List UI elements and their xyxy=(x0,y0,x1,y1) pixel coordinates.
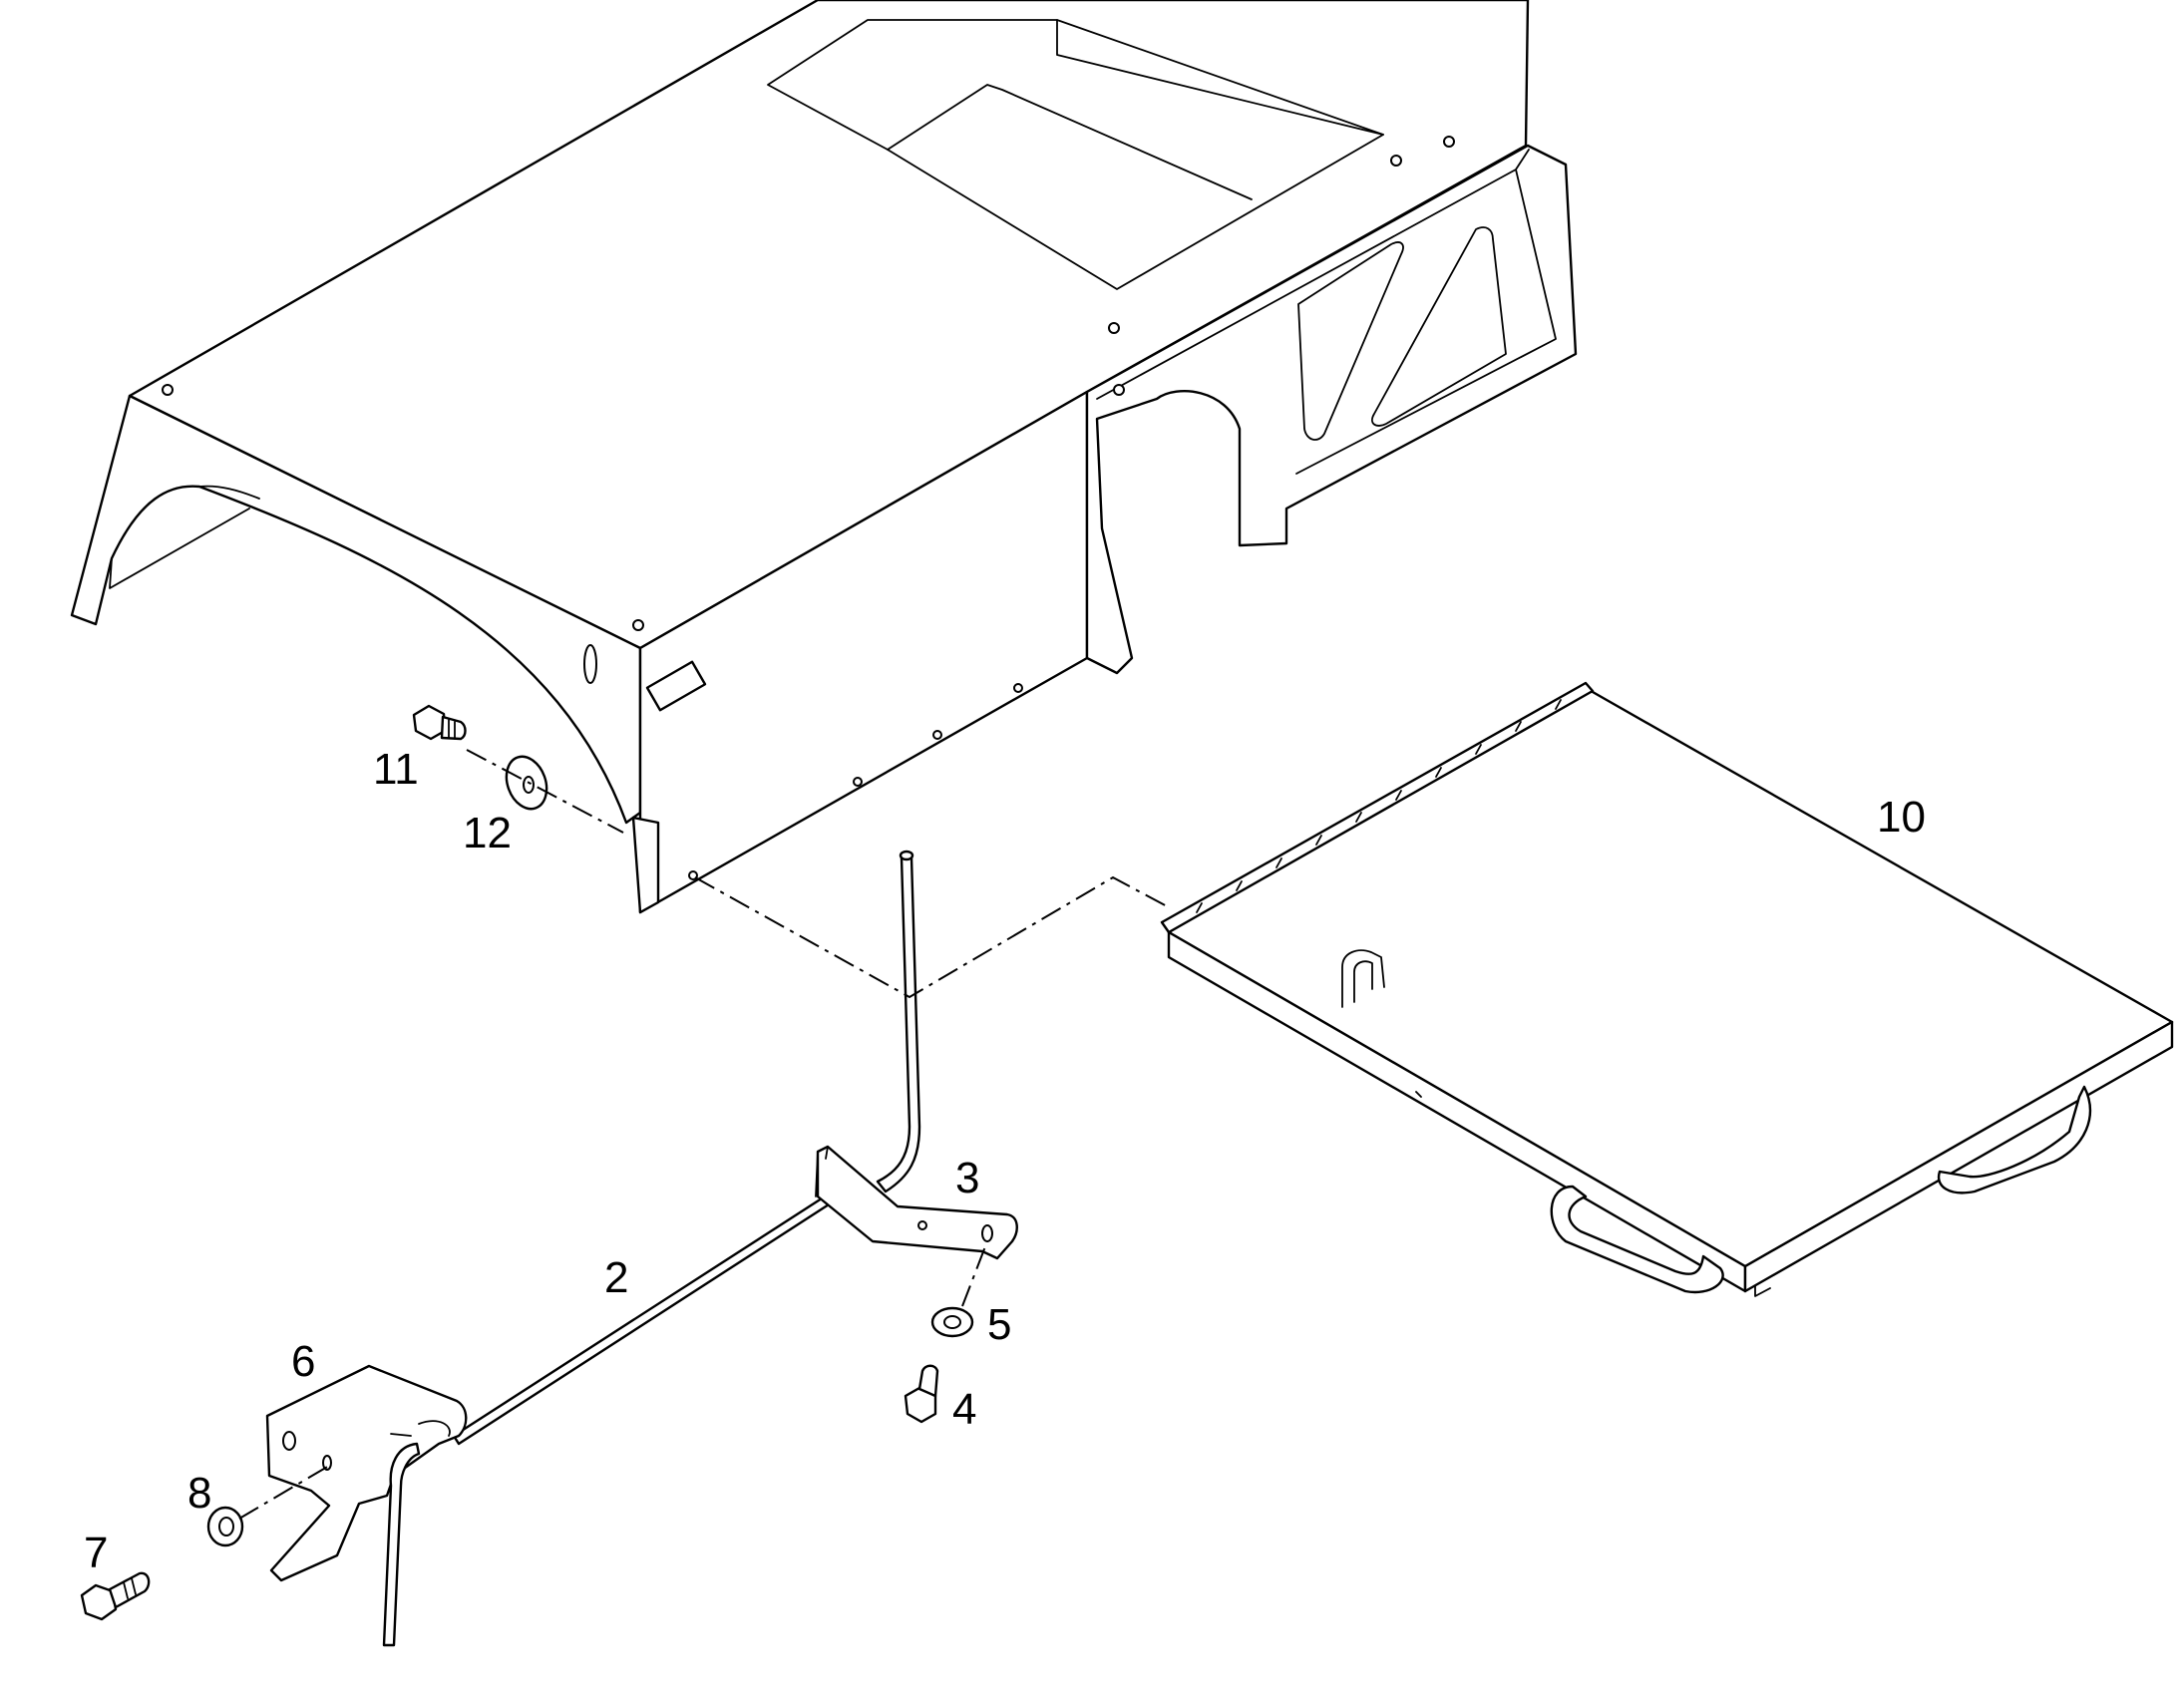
callout-5: 5 xyxy=(987,1300,1011,1349)
bracket-3 xyxy=(816,1145,1018,1260)
bracket-6-inner xyxy=(390,1420,451,1437)
callout-10: 10 xyxy=(1877,793,1926,842)
hood-cover-assembly xyxy=(70,0,1578,914)
bracket-6 xyxy=(265,1364,468,1582)
hood-hole-1 xyxy=(162,384,174,396)
door-panel-assembly xyxy=(1160,681,2174,1297)
hood-top-opening-inner xyxy=(887,19,1384,200)
bracket-6-hole-2 xyxy=(322,1455,332,1471)
door-bottom-handle-front xyxy=(1550,1185,1724,1294)
bolt-7 xyxy=(80,1571,151,1621)
latch-rod-long xyxy=(452,1175,862,1446)
callout-labels: 2 3 4 5 6 7 8 10 11 12 xyxy=(84,745,1926,1577)
hood-hole-6 xyxy=(1113,384,1125,396)
hood-front-slot xyxy=(645,660,707,712)
latch-rod-lower xyxy=(382,1442,421,1647)
callout-2: 2 xyxy=(604,1253,628,1302)
latch-rod-assembly xyxy=(265,850,1018,1647)
leader-bolt11-to-hood xyxy=(466,749,624,834)
hood-front-lower-lip xyxy=(631,816,660,914)
hood-hole-8 xyxy=(932,730,942,740)
hood-hole-9 xyxy=(853,777,863,787)
bolt-4 xyxy=(904,1364,939,1424)
leader-washer5-to-bracket xyxy=(961,1240,988,1307)
callout-8: 8 xyxy=(187,1469,211,1518)
door-top-handle xyxy=(1341,949,1385,1008)
door-panel-right-edge xyxy=(1743,1020,2174,1293)
door-bottom-handle-rear xyxy=(1937,1085,2092,1195)
callout-3: 3 xyxy=(955,1154,979,1202)
washer-12 xyxy=(505,755,548,811)
hood-left-skirt xyxy=(70,394,642,825)
door-panel-top xyxy=(1167,686,2174,1268)
callout-6: 6 xyxy=(291,1337,315,1386)
hood-rear-right-frame xyxy=(1085,144,1578,675)
bracket-6-hole-1 xyxy=(282,1431,296,1451)
leader-hood-to-door xyxy=(694,875,1170,999)
hood-left-skirt-inner xyxy=(109,485,260,589)
washer-8 xyxy=(206,1506,244,1547)
callout-4: 4 xyxy=(952,1385,976,1434)
bracket-3-hole-2 xyxy=(981,1224,993,1242)
bolt-11 xyxy=(412,704,467,741)
callout-12: 12 xyxy=(463,809,512,857)
door-bottom-rib xyxy=(1415,1091,1771,1297)
hood-hole-7 xyxy=(1013,683,1023,693)
bracket-3-hole-1 xyxy=(917,1220,927,1230)
hood-side-opening-right xyxy=(1371,226,1507,427)
door-hinge-knuckles xyxy=(1196,699,1562,913)
latch-rod-upper-tip xyxy=(899,850,914,861)
hood-hole-4 xyxy=(1390,155,1402,167)
bracket-3-side xyxy=(815,1146,829,1197)
fasteners xyxy=(80,704,974,1621)
latch-rod-upper xyxy=(876,855,921,1194)
leader-washer8-to-bracket xyxy=(238,1465,330,1520)
hood-rear-right-inner xyxy=(1096,149,1557,475)
assembly-leader-lines xyxy=(238,749,1170,1520)
washer-5 xyxy=(930,1306,974,1338)
door-hinge xyxy=(1160,681,1595,934)
hood-side-slot xyxy=(583,644,597,684)
callout-11: 11 xyxy=(373,745,419,794)
hood-hole-2 xyxy=(632,619,644,631)
hood-hole-3 xyxy=(1108,322,1120,334)
hood-side-opening-left xyxy=(1297,241,1404,441)
hood-hole-5 xyxy=(1443,136,1455,148)
callout-7: 7 xyxy=(84,1529,108,1577)
